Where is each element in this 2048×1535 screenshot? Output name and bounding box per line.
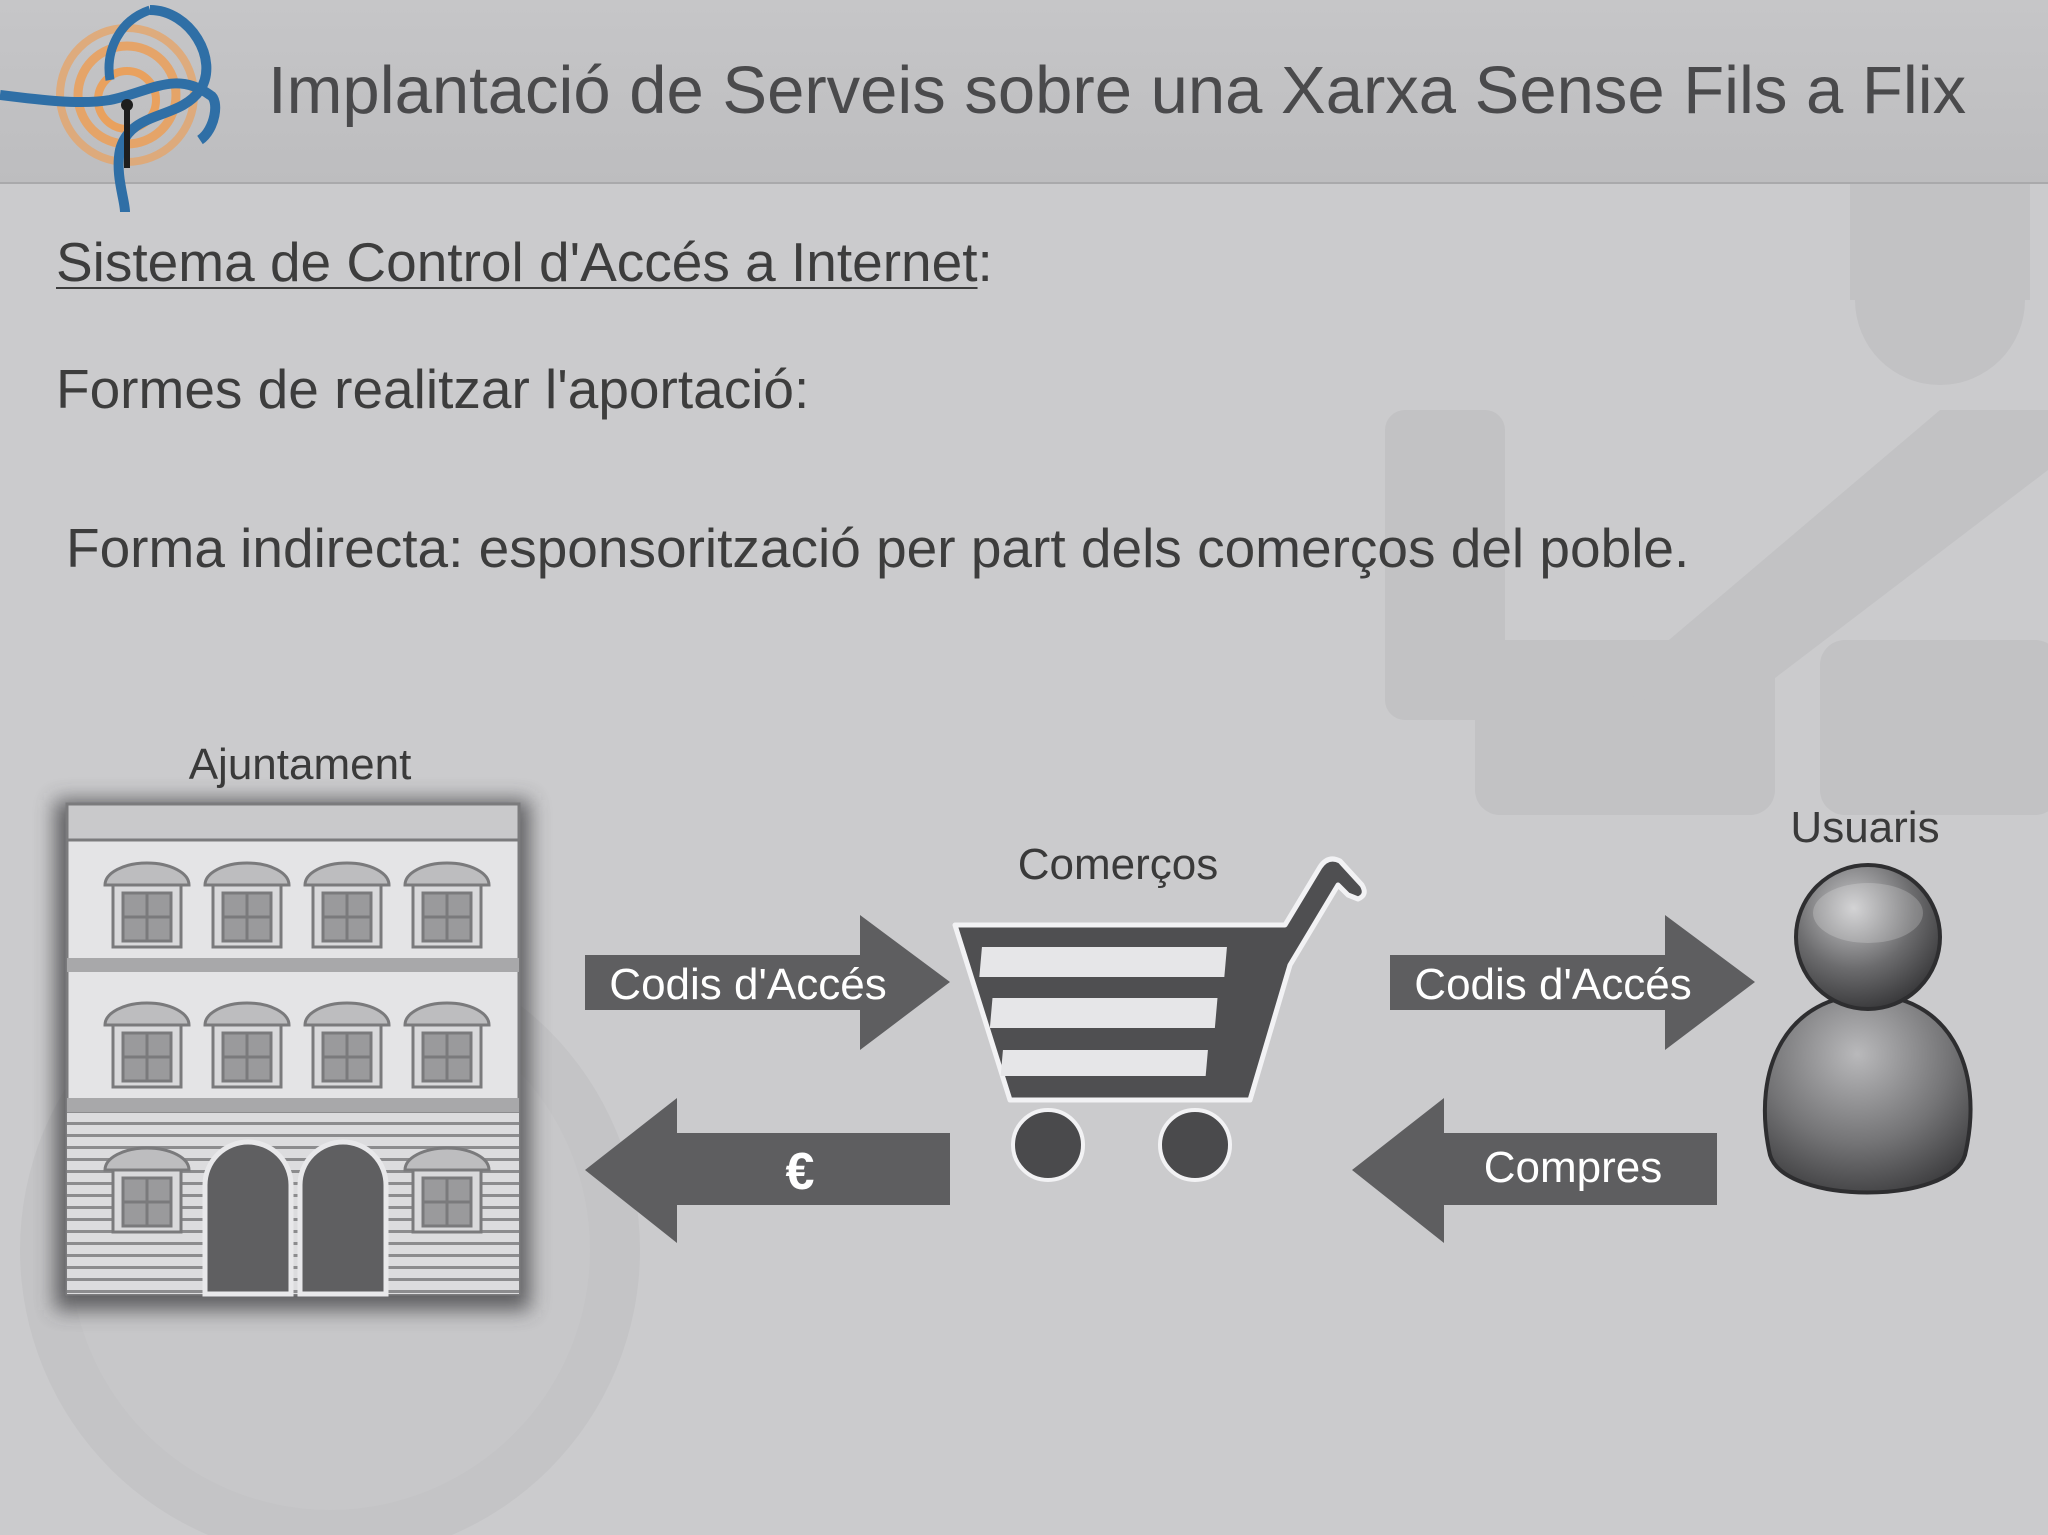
wifi-antenna-logo-icon: [0, 5, 221, 213]
arrow-users-to-shops: [1352, 1098, 1717, 1243]
arrow-shops-to-hall: [585, 1098, 950, 1243]
access-codes-label-2: Codis d'Accés: [1414, 960, 1692, 1009]
town-hall-label: Ajuntament: [188, 740, 412, 789]
slide-header: Implantació de Serveis sobre una Xarxa S…: [0, 0, 2048, 213]
shopping-cart-icon: [952, 856, 1367, 1182]
users-label: Usuaris: [1790, 803, 1940, 852]
section-heading: Sistema de Control d'Accés a Internet:: [56, 230, 993, 294]
euro-payment-label: €: [785, 1143, 815, 1201]
town-hall-building-icon: [55, 800, 530, 1310]
page-title: Implantació de Serveis sobre una Xarxa S…: [268, 53, 1967, 128]
arrow-shops-to-users: [1390, 915, 1755, 1050]
access-codes-label-1: Codis d'Accés: [609, 960, 887, 1009]
arrow-hall-to-shops: [585, 915, 950, 1050]
section-heading-text: Sistema de Control d'Accés a Internet: [56, 231, 978, 293]
user-person-icon: [1762, 863, 1973, 1195]
purchases-label: Compres: [1483, 1143, 1663, 1192]
section-heading-colon: :: [977, 231, 993, 293]
indirect-method-text: Forma indirecta: esponsorització per par…: [66, 517, 1690, 579]
shops-label: Comerços: [1017, 840, 1219, 889]
contribution-methods-text: Formes de realitzar l'aportació:: [56, 358, 810, 420]
